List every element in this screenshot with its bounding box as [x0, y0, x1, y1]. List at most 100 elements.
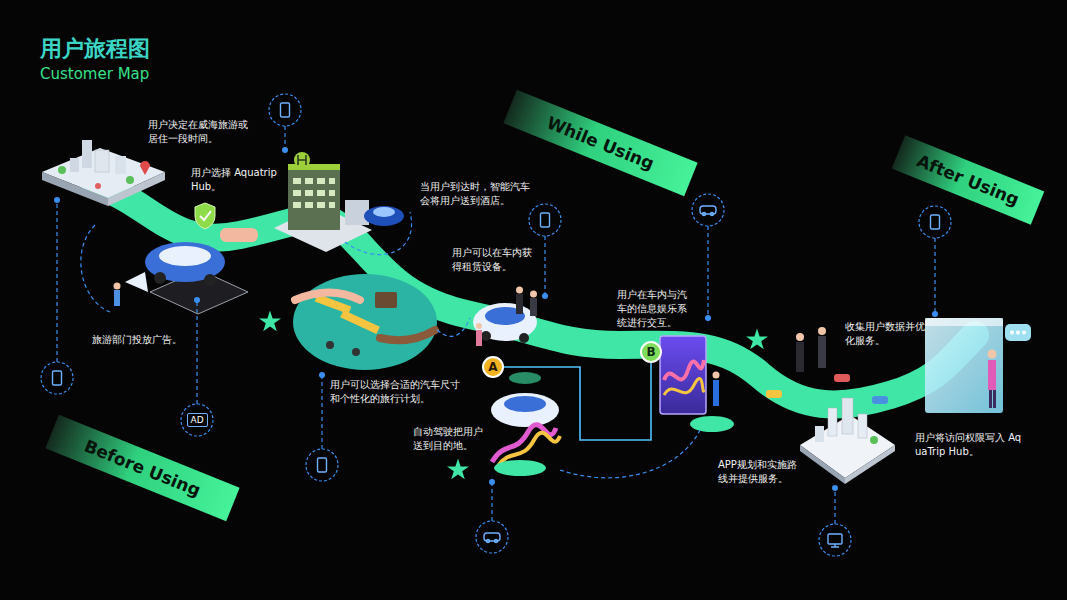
hands-circle [293, 274, 437, 370]
stars-part [746, 328, 768, 349]
icon-circles-part [306, 449, 338, 481]
right-city-part [858, 414, 867, 438]
left-city-part [95, 183, 101, 189]
icon-glyphs-part [53, 371, 62, 385]
dashed-guides [57, 126, 935, 524]
right-city-part [834, 374, 850, 382]
screen-part [1005, 324, 1031, 341]
icon-circles-part [819, 524, 851, 556]
guide-dots-part [282, 147, 288, 153]
left-city-part [126, 176, 134, 184]
hotel-part-part [317, 190, 325, 196]
tablet-part [690, 416, 734, 432]
tablet-part [664, 378, 704, 395]
hotel-part-part [329, 190, 335, 196]
guide-dots-part [832, 485, 838, 491]
right-city-part [845, 445, 895, 484]
guide-dots-part [542, 293, 548, 299]
screen-part [993, 390, 996, 408]
dashed-guides-part [321, 375, 322, 449]
hotel-part-part [317, 202, 325, 208]
car-rental [473, 287, 537, 347]
icon-circles-part [529, 204, 561, 236]
left-city-part [82, 140, 92, 168]
step-note: 自动驾驶把用户送到目的地。 [413, 425, 489, 453]
left-car [114, 242, 249, 314]
step-note: 用户选择 Aquatrip Hub。 [191, 166, 279, 194]
hotel-part [373, 207, 395, 217]
car-rental-part [476, 323, 482, 329]
dashed-guides-part [934, 238, 935, 314]
road-part [95, 185, 975, 405]
right-city-part [818, 336, 826, 368]
hotel-part-part [305, 190, 313, 196]
cable-connector [504, 363, 651, 440]
screen-part [925, 318, 1003, 413]
icon-circles-part [476, 521, 508, 553]
guide-dots-part [319, 372, 325, 378]
ad-icon: AD [187, 413, 208, 427]
left-car-part [204, 274, 216, 286]
stars-part [259, 310, 281, 331]
map-title: 用户旅程图 [40, 34, 150, 64]
guide-dots-part [54, 197, 60, 203]
right-city-part [818, 327, 826, 335]
autonomous-car-part [504, 396, 546, 412]
node-label: AD [191, 414, 204, 426]
hotel-part [294, 152, 310, 168]
right-city-part [796, 342, 804, 372]
dashed-guides-part [196, 300, 197, 404]
hotel-part-part [293, 178, 301, 184]
hotel-part-part [329, 202, 335, 208]
autonomous-car-part [491, 393, 559, 427]
car-rental-part [519, 333, 529, 343]
map-subtitle: Customer Map [40, 65, 149, 83]
tablet [660, 336, 734, 432]
waypoint-marker: B [640, 341, 662, 363]
car-rental-part [530, 298, 537, 316]
right-city-part [872, 396, 888, 404]
icon-glyphs-part [931, 215, 940, 229]
icon-circles [41, 94, 951, 556]
dashed-guides-part [345, 212, 412, 255]
right-city-part [870, 436, 878, 444]
car-rental-part [530, 291, 537, 298]
guide-dots-part [489, 479, 495, 485]
step-note: 用户可以在车内获得租赁设备。 [452, 246, 536, 274]
shield-hand-part [200, 211, 211, 220]
car-rental-part [476, 330, 482, 346]
right-city-part [828, 408, 837, 436]
dashed-guides-part [834, 488, 835, 524]
icon-glyphs-part [487, 540, 490, 543]
left-car-part [125, 272, 148, 292]
left-city-part [95, 150, 109, 172]
tablet-part [664, 360, 704, 380]
dashed-guides-part [437, 318, 470, 336]
icon-circles-part [181, 404, 213, 436]
dashed-guides-part [707, 226, 708, 318]
screen-part [1022, 331, 1026, 335]
node-label: B [646, 345, 655, 359]
hands-circle-part [293, 274, 437, 370]
guide-dots [54, 147, 938, 491]
step-note: 用户将访问权限写入 AquaTrip Hub。 [915, 431, 1027, 459]
shield-hand-part [195, 203, 215, 229]
icon-glyphs-part [831, 544, 839, 547]
screen-part [988, 350, 997, 359]
icon-glyphs-part [828, 534, 842, 544]
hands-circle-part [352, 348, 360, 356]
hotel-part-part [293, 202, 301, 208]
car-rental-part [516, 294, 523, 314]
guide-dots-part [932, 311, 938, 317]
road [95, 185, 975, 405]
hands-circle-part [340, 310, 380, 334]
dashed-guides-part [560, 430, 700, 478]
left-car-part [114, 290, 120, 306]
icon-circles-part [41, 362, 73, 394]
screen-part [925, 318, 1003, 326]
autonomous-car-part [494, 460, 546, 476]
shield-hand-part [220, 228, 258, 242]
stage-band: Before Using [45, 415, 239, 521]
